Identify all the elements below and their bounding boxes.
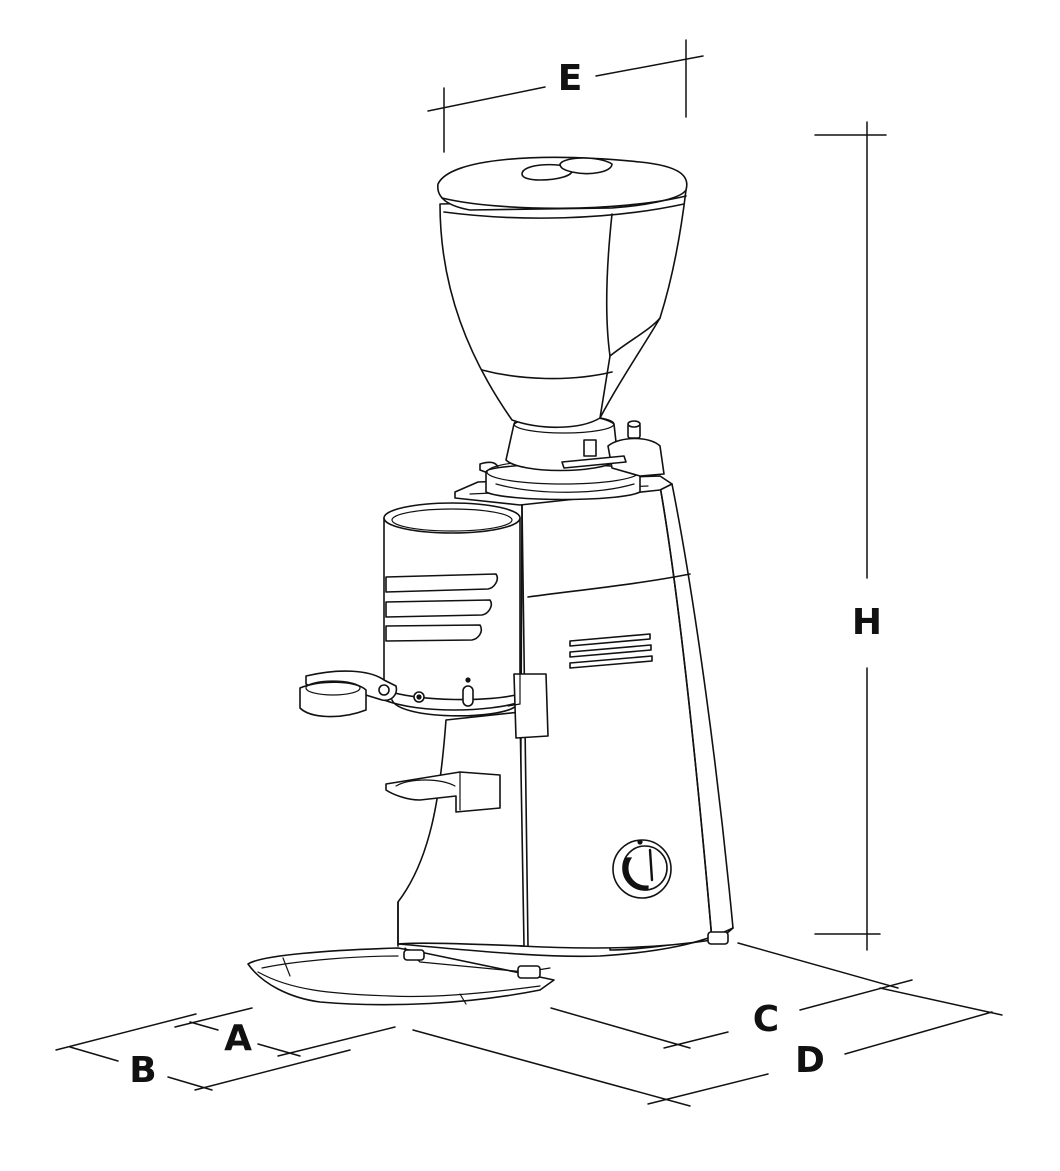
- dimension-d: D: [412, 987, 1003, 1107]
- drip-tray: [247, 947, 555, 1006]
- dimension-label-b: B: [129, 1050, 156, 1091]
- dimension-label-d: D: [795, 1040, 825, 1081]
- portafilter-fork: [385, 771, 501, 813]
- dimension-b: B: [55, 1013, 351, 1091]
- bean-hopper: [437, 156, 688, 429]
- doser-chamber: [299, 502, 549, 739]
- dimension-e: E: [427, 39, 704, 153]
- vent-slots: [569, 633, 653, 669]
- dimension-label-c: C: [753, 999, 779, 1040]
- dimension-h: H: [814, 121, 887, 951]
- dimension-a: A: [174, 1007, 396, 1059]
- timer-knob-icon[interactable]: [612, 839, 672, 899]
- grind-collar: [479, 414, 665, 501]
- dimension-label-e: E: [558, 58, 583, 99]
- dimension-c: C: [550, 942, 913, 1049]
- dimension-label-h: H: [852, 602, 882, 643]
- dimension-label-a: A: [224, 1018, 252, 1059]
- grinder-body: [397, 475, 734, 979]
